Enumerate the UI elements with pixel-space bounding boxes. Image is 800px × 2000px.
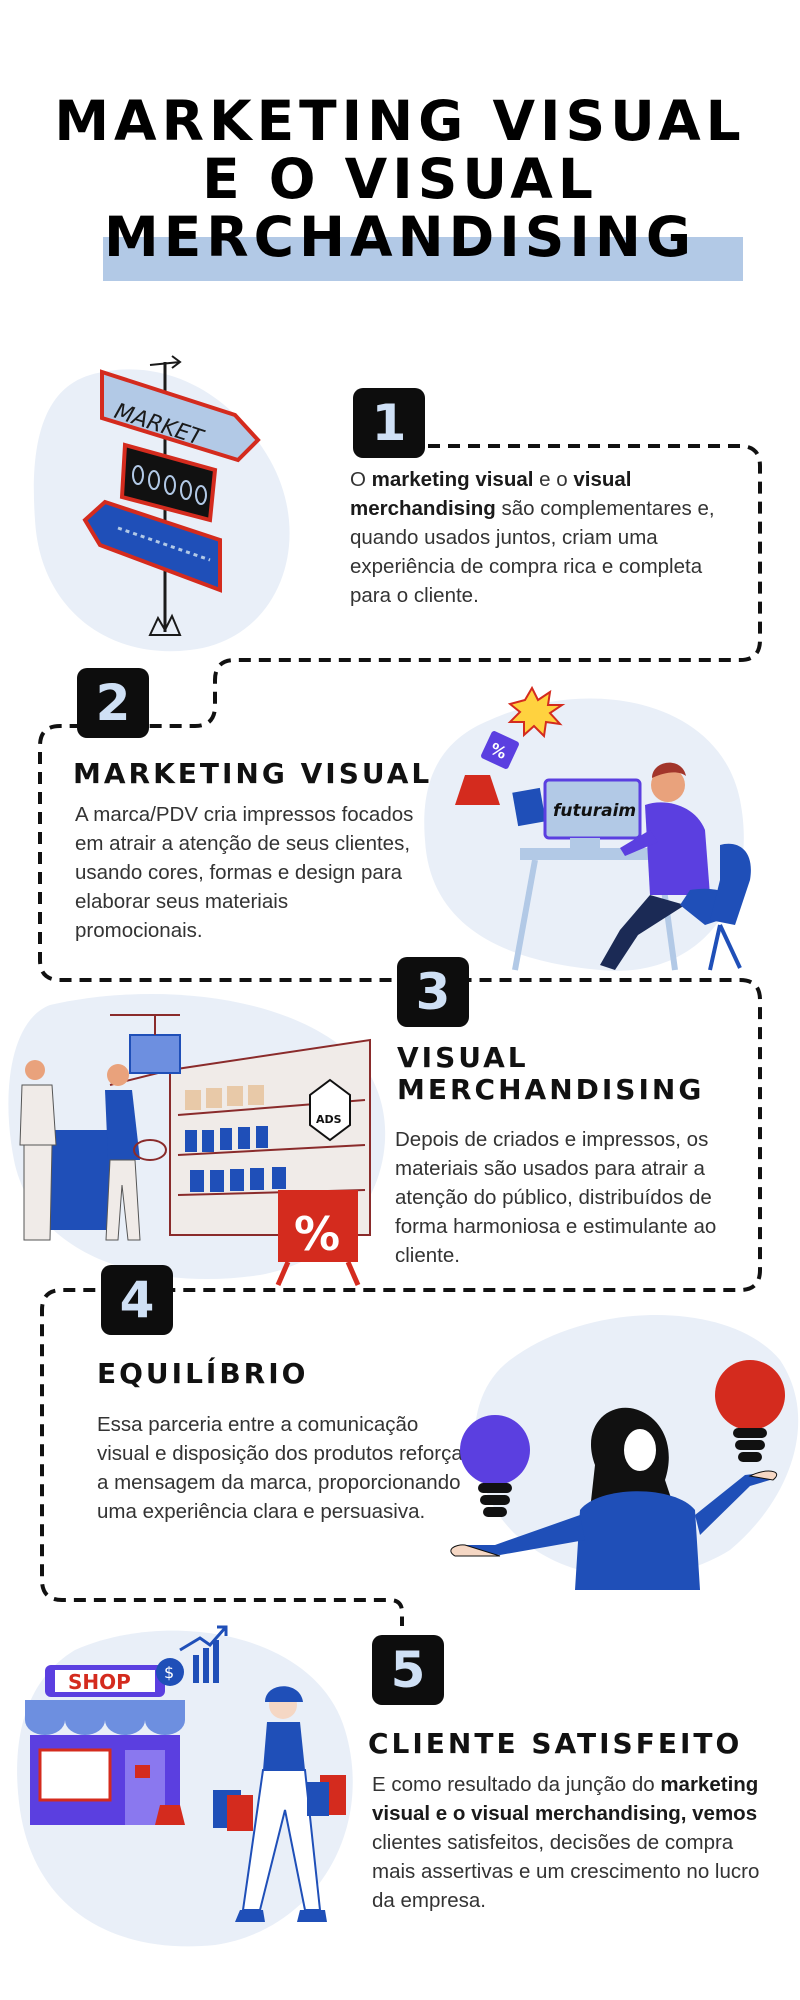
step-1-number-badge: 1 <box>353 388 425 458</box>
shopping-illustration: SHOP $ <box>17 1625 353 1947</box>
step-2-text: A marca/PDV cria impressos focados em at… <box>75 800 415 945</box>
step-5-text-run: marketing visual e o visual merchandisin… <box>372 1773 759 1825</box>
designer-at-desk-illustration: % futuraim <box>424 685 751 971</box>
step-5-number: 5 <box>390 1641 426 1699</box>
step-4-number-badge: 4 <box>101 1265 173 1335</box>
step-5-heading: CLIENTE SATISFEITO <box>368 1727 743 1760</box>
step-1-text-run: e o <box>533 468 574 491</box>
step-3-heading-text: VISUAL MERCHANDISING <box>397 1041 705 1106</box>
step-3-heading: VISUAL MERCHANDISING <box>397 1042 757 1106</box>
svg-text:$: $ <box>164 1663 174 1682</box>
step-3-text: Depois de criados e impressos, os materi… <box>395 1125 765 1270</box>
step-1-text: O marketing visual e o visual merchandis… <box>350 465 720 610</box>
screen-brand-text: futuraim <box>553 801 636 821</box>
step-2-heading: MARKETING VISUAL <box>73 757 433 790</box>
market-signpost-illustration: MARKET <box>33 355 290 652</box>
svg-text:%: % <box>487 739 510 763</box>
store-checkout-illustration: ADS % <box>8 993 386 1286</box>
step-4-text: Essa parceria entre a comunicação visual… <box>97 1410 467 1526</box>
step-5-number-badge: 5 <box>372 1635 444 1705</box>
step-5-text: E como resultado da junção do marketing … <box>372 1770 767 1915</box>
step-3-number: 3 <box>415 963 451 1021</box>
step-1-text-run: O <box>350 468 372 491</box>
step-5-text-run: clientes satisfeitos, decisões de compra… <box>372 1831 760 1912</box>
ads-badge-text: ADS <box>316 1113 342 1126</box>
step-2-number: 2 <box>95 674 131 732</box>
step-4-heading: EQUILÍBRIO <box>97 1357 309 1390</box>
title-line-1: MARKETING VISUAL <box>54 89 746 153</box>
step-3-number-badge: 3 <box>397 957 469 1027</box>
step-1-text-run: marketing visual <box>371 468 534 491</box>
title-highlight-band <box>103 237 743 281</box>
sale-sign-text: % <box>294 1207 340 1261</box>
step-1-text-run: visual merchandising <box>350 468 632 520</box>
step-2-number-badge: 2 <box>77 668 149 738</box>
step-1-number: 1 <box>371 394 407 452</box>
shop-sign-text: SHOP <box>68 1670 131 1694</box>
title-line-3: MERCHANDISING <box>103 205 696 269</box>
step-4-number: 4 <box>119 1271 155 1329</box>
step-4-text-run: Essa parceria entre a comunicação visual… <box>97 1413 463 1523</box>
step-1-text-run: são complementares e, quando usados junt… <box>350 497 715 607</box>
step-2-text-run: A marca/PDV cria impressos focados em at… <box>75 803 414 942</box>
woman-with-lightbulbs-illustration <box>450 1315 799 1590</box>
step-5-text-run: E como resultado da junção do <box>372 1773 661 1796</box>
step-3-text-run: Depois de criados e impressos, os materi… <box>395 1128 717 1267</box>
title-line-2: E O VISUAL <box>202 147 598 211</box>
